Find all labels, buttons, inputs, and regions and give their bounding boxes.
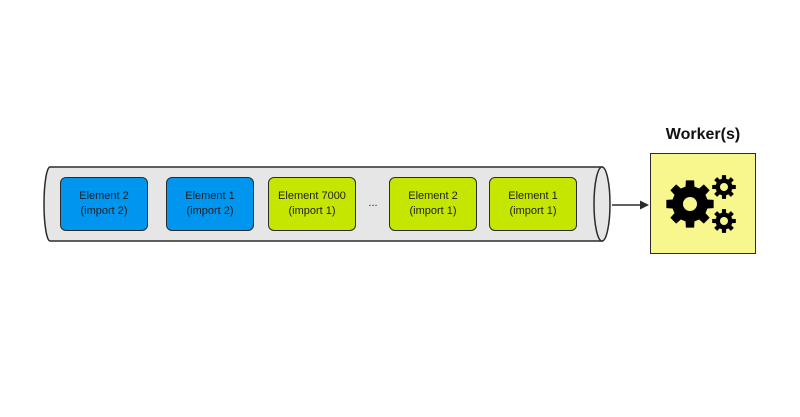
gear-hole bbox=[720, 217, 728, 225]
queue-element: Element 1 (import 2) bbox=[166, 177, 254, 231]
element-label: Element 1 bbox=[508, 190, 558, 202]
queue-ellipsis: ... bbox=[368, 197, 378, 209]
queue-element: Element 2 (import 1) bbox=[389, 177, 477, 231]
queue-tube-end bbox=[593, 166, 611, 242]
worker-box bbox=[650, 153, 756, 254]
element-label: Element 2 bbox=[79, 190, 129, 202]
large-gear-icon bbox=[666, 180, 714, 228]
gear-hole bbox=[720, 183, 728, 191]
small-gear-bottom-icon bbox=[712, 209, 736, 233]
element-import: (import 1) bbox=[288, 205, 336, 217]
element-label: Element 2 bbox=[408, 190, 458, 202]
element-import: (import 1) bbox=[409, 205, 457, 217]
element-import: (import 1) bbox=[509, 205, 557, 217]
small-gear-top-icon bbox=[712, 175, 736, 199]
element-import: (import 2) bbox=[80, 205, 128, 217]
element-label: Element 7000 bbox=[278, 190, 346, 202]
queue-element: Element 7000 (import 1) bbox=[268, 177, 356, 231]
worker-title: Worker(s) bbox=[665, 126, 741, 143]
arrow-head bbox=[640, 200, 649, 210]
element-import: (import 2) bbox=[186, 205, 234, 217]
queue-element: Element 1 (import 1) bbox=[489, 177, 577, 231]
element-label: Element 1 bbox=[185, 190, 235, 202]
gears-icon bbox=[666, 175, 736, 233]
queue-element: Element 2 (import 2) bbox=[60, 177, 148, 231]
gear-hole bbox=[683, 197, 697, 211]
